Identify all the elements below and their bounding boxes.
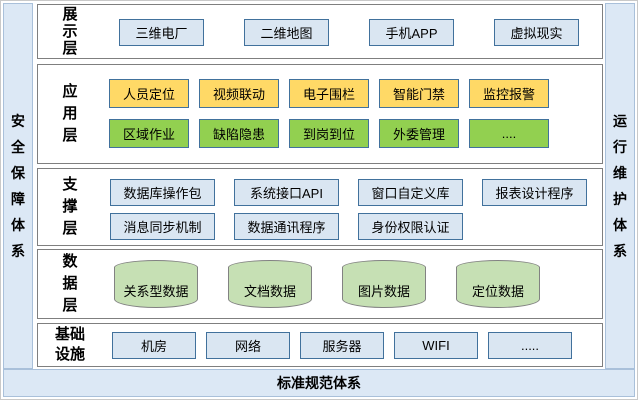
node-personnel-positioning: 人员定位	[109, 79, 189, 108]
node-video-linkage: 视频联动	[199, 79, 279, 108]
application-layer-content: 人员定位 视频联动 电子围栏 智能门禁 监控报警 区域作业 缺陷隐患 到岗到位 …	[102, 65, 602, 163]
infrastructure-layer-title: 基础设施	[54, 326, 85, 363]
application-row-1: 人员定位 视频联动 电子围栏 智能门禁 监控报警	[102, 79, 602, 108]
node-server: 服务器	[300, 332, 384, 359]
data-layer-title: 数据层	[62, 253, 78, 314]
application-row-2: 区域作业 缺陷隐患 到岗到位 外委管理 ....	[102, 119, 602, 148]
node-mobile-app: 手机APP	[369, 19, 454, 46]
node-identity-auth: 身份权限认证	[358, 213, 463, 240]
support-row-1: 数据库操作包 系统接口API 窗口自定义库 报表设计程序	[102, 179, 602, 206]
support-layer-title: 支撑层	[62, 176, 78, 237]
cylinder-image-data: 图片数据	[342, 260, 426, 308]
node-virtual-reality: 虚拟现实	[494, 19, 579, 46]
support-layer-panel: 支撑层 数据库操作包 系统接口API 窗口自定义库 报表设计程序 消息同步机制 …	[37, 168, 603, 246]
presentation-layer-content: 三维电厂 二维地图 手机APP 虚拟现实	[102, 5, 602, 58]
node-electronic-fence: 电子围栏	[289, 79, 369, 108]
cylinder-positioning-data: 定位数据	[456, 260, 540, 308]
security-assurance-bar: 安全保障体系	[3, 3, 33, 369]
support-row-2: 消息同步机制 数据通讯程序 身份权限认证	[102, 213, 602, 240]
cylinder-document-data: 文档数据	[228, 260, 312, 308]
standards-label: 标准规范体系	[277, 375, 361, 391]
presentation-row: 三维电厂 二维地图 手机APP 虚拟现实	[102, 19, 602, 46]
node-outsourcing-mgmt: 外委管理	[379, 119, 459, 148]
infrastructure-layer-panel: 基础设施 机房 网络 服务器 WIFI .....	[37, 323, 603, 367]
node-network: 网络	[206, 332, 290, 359]
presentation-layer-title: 展示层	[62, 6, 78, 57]
node-data-comm-program: 数据通讯程序	[234, 213, 339, 240]
data-layer-panel: 数据层 关系型数据 文档数据 图片数据 定位数据	[37, 249, 603, 319]
presentation-layer-panel: 展示层 三维电厂 二维地图 手机APP 虚拟现实	[37, 4, 603, 59]
node-on-duty: 到岗到位	[289, 119, 369, 148]
application-layer-title: 应用层	[62, 83, 78, 144]
security-assurance-label: 安全保障体系	[11, 113, 25, 259]
node-infra-ellipsis: .....	[488, 332, 572, 359]
infrastructure-layer-content: 机房 网络 服务器 WIFI .....	[102, 324, 602, 366]
data-layer-content: 关系型数据 文档数据 图片数据 定位数据	[102, 250, 602, 318]
node-window-custom-lib: 窗口自定义库	[358, 179, 463, 206]
node-app-ellipsis: ....	[469, 119, 549, 148]
operation-maintenance-bar: 运行维护体系	[605, 3, 635, 369]
node-system-api: 系统接口API	[234, 179, 339, 206]
node-machine-room: 机房	[112, 332, 196, 359]
node-smart-access: 智能门禁	[379, 79, 459, 108]
infrastructure-row: 机房 网络 服务器 WIFI .....	[102, 332, 602, 359]
application-layer-panel: 应用层 人员定位 视频联动 电子围栏 智能门禁 监控报警 区域作业 缺陷隐患 到…	[37, 64, 603, 164]
operation-maintenance-label: 运行维护体系	[613, 113, 627, 259]
node-db-operation-pkg: 数据库操作包	[110, 179, 215, 206]
node-message-sync: 消息同步机制	[110, 213, 215, 240]
node-monitoring-alarm: 监控报警	[469, 79, 549, 108]
cylinder-relational-data: 关系型数据	[114, 260, 198, 308]
node-3d-plant: 三维电厂	[119, 19, 204, 46]
node-wifi: WIFI	[394, 332, 478, 359]
data-row: 关系型数据 文档数据 图片数据 定位数据	[102, 260, 602, 308]
node-2d-map: 二维地图	[244, 19, 329, 46]
node-report-designer: 报表设计程序	[482, 179, 587, 206]
node-defect-hazard: 缺陷隐患	[199, 119, 279, 148]
standards-bar: 标准规范体系	[3, 369, 635, 397]
node-area-operation: 区域作业	[109, 119, 189, 148]
support-layer-content: 数据库操作包 系统接口API 窗口自定义库 报表设计程序 消息同步机制 数据通讯…	[102, 169, 602, 245]
